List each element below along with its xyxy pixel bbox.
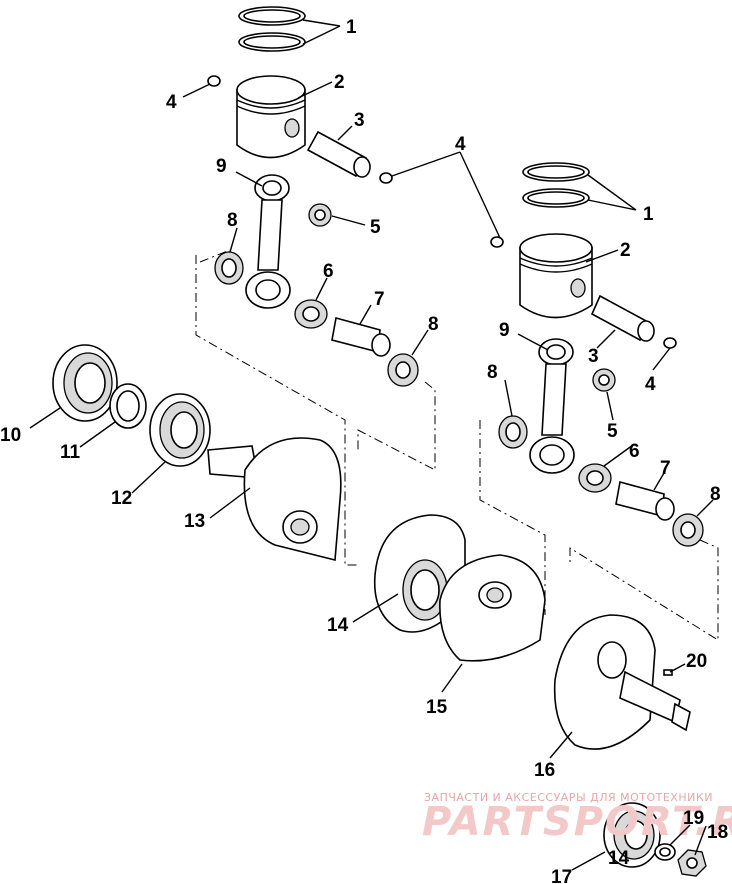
callout-18: 18 bbox=[707, 822, 728, 843]
callout-5: 5 bbox=[607, 421, 618, 442]
nut-18 bbox=[677, 849, 707, 877]
seal-ring-11 bbox=[109, 383, 147, 429]
callout-8: 8 bbox=[428, 314, 439, 335]
crank-half-13 bbox=[207, 437, 342, 562]
callout-12: 12 bbox=[111, 488, 132, 509]
piston-right bbox=[519, 233, 593, 319]
piston-pin-right bbox=[590, 294, 655, 342]
callout-14: 14 bbox=[608, 848, 630, 869]
callout-9: 9 bbox=[216, 156, 227, 177]
callout-11: 11 bbox=[60, 442, 81, 463]
callout-16: 16 bbox=[534, 760, 555, 781]
callout-10: 10 bbox=[0, 425, 21, 446]
connecting-rod-left bbox=[245, 174, 291, 309]
callout-5: 5 bbox=[370, 217, 381, 238]
callout-13: 13 bbox=[184, 511, 205, 532]
needle-bearing-small-right bbox=[592, 368, 616, 392]
crank-pin-left bbox=[331, 316, 391, 357]
crank-pin-right bbox=[615, 480, 675, 521]
callout-8: 8 bbox=[487, 362, 498, 383]
callout-9: 9 bbox=[499, 320, 510, 341]
callout-4: 4 bbox=[645, 374, 656, 395]
callout-2: 2 bbox=[334, 72, 345, 93]
thrust-washer-left-b bbox=[387, 353, 419, 387]
main-bearing-12 bbox=[149, 393, 211, 467]
piston-pin-left bbox=[306, 130, 371, 178]
main-bearing-10 bbox=[52, 344, 118, 422]
callout-1: 1 bbox=[346, 17, 357, 38]
needle-bearing-large-right bbox=[578, 463, 612, 493]
callout-3: 3 bbox=[588, 346, 599, 367]
callout-19: 19 bbox=[683, 808, 704, 829]
callout-4: 4 bbox=[166, 92, 177, 113]
callout-14: 14 bbox=[327, 615, 349, 636]
callout-2: 2 bbox=[620, 240, 631, 261]
circlip-left-a bbox=[207, 75, 221, 87]
key-20 bbox=[663, 669, 673, 676]
watermark: ЗАПЧАСТИ И АКСЕССУАРЫ ДЛЯ МОТОТЕХНИКИ PA… bbox=[422, 791, 732, 845]
circlip-left-b bbox=[379, 172, 393, 184]
callout-4: 4 bbox=[455, 134, 466, 155]
callout-1: 1 bbox=[643, 204, 654, 225]
watermark-logo: PARTSPORT.RU bbox=[422, 799, 732, 845]
connecting-rod-right bbox=[529, 338, 575, 474]
washer-19 bbox=[654, 843, 676, 861]
callout-6: 6 bbox=[629, 441, 640, 462]
callout-20: 20 bbox=[686, 651, 707, 672]
callout-6: 6 bbox=[323, 261, 334, 282]
leader-lines bbox=[29, 19, 714, 871]
crank-web-15 bbox=[439, 554, 546, 662]
needle-bearing-large-left bbox=[294, 299, 328, 329]
piston-rings-left bbox=[238, 6, 306, 52]
thrust-washer-right-b bbox=[672, 513, 704, 547]
circlip-right-a bbox=[490, 236, 504, 248]
crank-half-16 bbox=[553, 614, 691, 750]
circlip-right-b bbox=[663, 337, 677, 349]
bearing-17 bbox=[603, 802, 661, 868]
callout-labels: 1 2 3 4 4 9 5 8 6 7 8 1 2 9 3 8 4 5 6 7 … bbox=[0, 17, 728, 884]
callout-8: 8 bbox=[227, 210, 238, 231]
callout-15: 15 bbox=[426, 697, 448, 718]
callout-7: 7 bbox=[660, 458, 671, 479]
piston-left bbox=[236, 75, 306, 159]
thrust-washer-left-a bbox=[214, 251, 244, 285]
needle-bearing-small-left bbox=[308, 203, 332, 227]
watermark-caption: ЗАПЧАСТИ И АКСЕССУАРЫ ДЛЯ МОТОТЕХНИКИ bbox=[424, 791, 713, 804]
callout-8: 8 bbox=[710, 484, 721, 505]
callout-7: 7 bbox=[374, 289, 385, 310]
callout-17: 17 bbox=[551, 867, 572, 884]
piston-rings-right bbox=[522, 162, 590, 208]
callout-3: 3 bbox=[354, 110, 365, 131]
thrust-washer-right-a bbox=[498, 415, 528, 449]
